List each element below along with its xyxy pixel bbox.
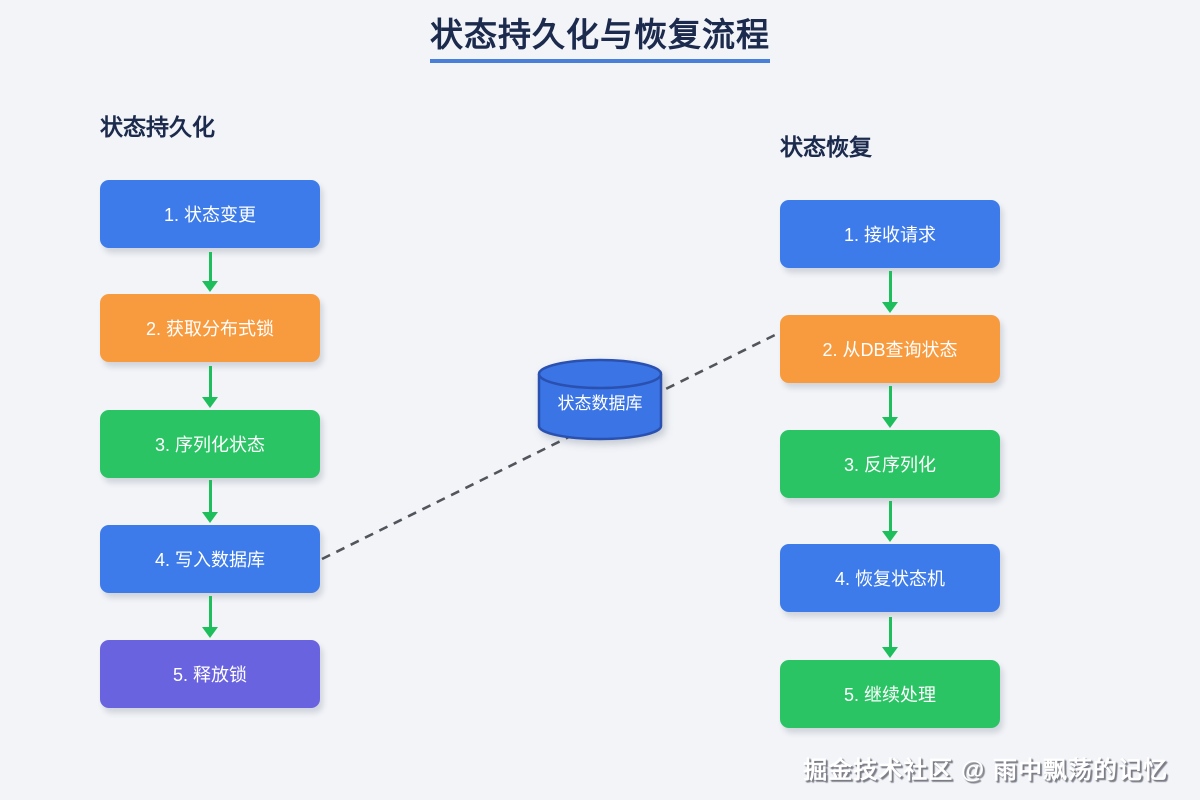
left-step-3-box: 3. 序列化状态 — [100, 410, 320, 478]
database-label: 状态数据库 — [558, 394, 643, 413]
left-step-4-box: 4. 写入数据库 — [100, 525, 320, 593]
down-arrow-icon — [202, 252, 218, 292]
down-arrow-icon — [882, 271, 898, 313]
down-arrow-icon — [202, 480, 218, 523]
right-step-1-box: 1. 接收请求 — [780, 200, 1000, 268]
down-arrow-icon — [882, 617, 898, 658]
left-step-1-box: 1. 状态变更 — [100, 180, 320, 248]
down-arrow-icon — [202, 366, 218, 408]
down-arrow-icon — [882, 386, 898, 428]
cylinder-top — [537, 358, 663, 390]
right-step-4-box: 4. 恢复状态机 — [780, 544, 1000, 612]
right-step-5-box: 5. 继续处理 — [780, 660, 1000, 728]
left-step-5-box: 5. 释放锁 — [100, 640, 320, 708]
cylinder-body — [537, 374, 663, 441]
state-database-cylinder: 状态数据库 — [537, 358, 663, 441]
left-step-2-box: 2. 获取分布式锁 — [100, 294, 320, 362]
down-arrow-icon — [882, 501, 898, 542]
left-column-header: 状态持久化 — [100, 114, 215, 140]
page-title: 状态持久化与恢复流程 — [430, 8, 770, 63]
right-column-header: 状态恢复 — [780, 134, 872, 160]
right-step-3-box: 3. 反序列化 — [780, 430, 1000, 498]
down-arrow-icon — [202, 596, 218, 638]
page-title-wrap: 状态持久化与恢复流程 — [0, 8, 1200, 63]
watermark: 掘金技术社区 @ 雨中飘荡的记忆 — [803, 757, 1168, 784]
right-step-2-box: 2. 从DB查询状态 — [780, 315, 1000, 383]
